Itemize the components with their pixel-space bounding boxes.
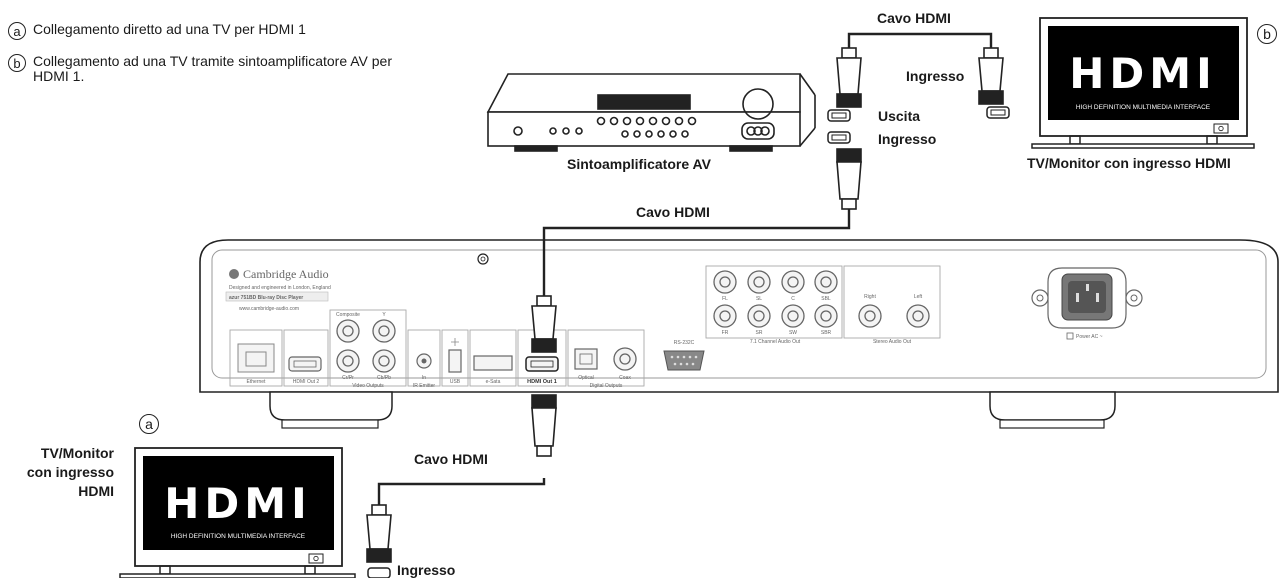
power-label: Power AC ~: [1076, 334, 1103, 340]
tv-b-logo: HDMI: [1069, 49, 1216, 98]
usb-icon: [451, 338, 459, 346]
legend-item-b: b Collegamento ad una TV tramite sintoam…: [8, 54, 413, 84]
ch-sbr-label: SBR: [821, 330, 832, 336]
rs232c-port: [663, 350, 705, 371]
hdmi-out-1-port: [525, 356, 559, 372]
tv-b-power-icon: [1213, 123, 1229, 134]
legend-text-b: Collegamento ad una TV tramite sintoampl…: [33, 53, 393, 84]
legend-item-a: a Collegamento diretto ad una TV per HDM…: [8, 22, 413, 40]
optical-port: [574, 348, 598, 370]
cable-mid-label: Cavo HDMI: [636, 204, 710, 220]
ch-sw-label: SW: [789, 330, 797, 336]
usb-port: [448, 349, 462, 373]
tv-a-hdmi-input-port: [367, 567, 391, 578]
rs232c-label: RS-232C: [674, 340, 695, 346]
tv-a-logo: HDMI: [164, 479, 311, 528]
tv-a-caption: TV/Monitor con ingresso HDMI: [26, 445, 114, 499]
marker-b: b: [8, 54, 26, 72]
channel-out-label: 7.1 Channel Audio Out: [750, 339, 801, 345]
tv-b: HDMI HIGH DEFINITION MULTIMEDIA INTERFAC…: [986, 17, 1255, 149]
hdmi-out-1-label: HDMI Out 1: [527, 379, 557, 385]
left-label: Left: [914, 294, 923, 300]
optical-label: Optical: [578, 375, 594, 381]
tv-b-hdmi-input-port: [986, 106, 1010, 119]
tv-a-screen: [143, 456, 334, 550]
digital-outputs-label: Digital Outputs: [590, 383, 623, 389]
player-tagline: Designed and engineered in London, Engla…: [229, 285, 331, 291]
hdmi-plug-tv-a: [366, 504, 392, 563]
hdmi-plug-player-out-b: [531, 394, 557, 457]
tv-a-power-icon: [308, 553, 324, 564]
cr-pr-label: Cr/Pr: [342, 375, 354, 381]
ethernet-port: [237, 343, 275, 373]
ch-sr-label: SR: [756, 330, 763, 336]
marker-a: a: [8, 22, 26, 40]
stereo-out-label: Stereo Audio Out: [873, 339, 912, 345]
ethernet-label: Ethernet: [247, 379, 267, 385]
video-outputs-label: Video Outputs: [352, 383, 384, 389]
receiver-label: Sintoamplificatore AV: [567, 156, 711, 172]
hdmi-out-2-port: [288, 356, 322, 372]
receiver-hdmi-ports: [827, 109, 851, 144]
tv-a: HDMI HIGH DEFINITION MULTIMEDIA INTERFAC…: [119, 447, 391, 578]
composite-label: Composite: [336, 312, 360, 318]
cable-top: [847, 32, 993, 56]
cable-top-label: Cavo HDMI: [877, 10, 951, 26]
cable-bottom-label: Cavo HDMI: [414, 451, 488, 467]
power-inlet: Power AC ~: [1031, 267, 1143, 340]
right-label: Right: [864, 294, 876, 300]
ch-fl-label: FL: [722, 296, 728, 302]
usb-label: USB: [450, 379, 461, 385]
cable-mid: [542, 209, 851, 296]
cb-pb-label: Cb/Pb: [377, 375, 391, 381]
ir-in-label: In: [422, 375, 426, 381]
hdmi-plug-tv-b: [978, 47, 1004, 105]
hdmi-out-2-label: HDMI Out 2: [293, 379, 320, 385]
legend: a Collegamento diretto ad una TV per HDM…: [8, 22, 413, 98]
ch-c-label: C: [791, 296, 795, 302]
hdmi-plug-player-out: [531, 295, 557, 353]
cable-bottom: [377, 478, 546, 505]
ingresso-receiver-label: Ingresso: [878, 131, 937, 147]
player-model: azur 751BD Blu-ray Disc Player: [229, 295, 303, 301]
ch-sl-label: SL: [756, 296, 762, 302]
player-website: www.cambridge-audio.com: [239, 306, 299, 312]
tv-b-marker: b: [1257, 24, 1277, 44]
y-label: Y: [382, 312, 386, 318]
player-brand: Cambridge Audio: [243, 267, 329, 281]
hdmi-plug-receiver-out: [836, 47, 862, 108]
esata-label: e-Sata: [486, 379, 501, 385]
esata-port: [473, 355, 513, 371]
uscita-label: Uscita: [878, 108, 921, 124]
ch-sbl-label: SBL: [821, 296, 831, 302]
tv-b-caption: TV/Monitor con ingresso HDMI: [1027, 155, 1231, 171]
hdmi-plug-receiver-in: [836, 148, 862, 210]
ir-emitter-label: IR Emitter: [413, 383, 436, 389]
ingresso-tv-a-label: Ingresso: [397, 562, 456, 578]
tv-b-logo-subtitle: HIGH DEFINITION MULTIMEDIA INTERFACE: [1076, 104, 1211, 111]
receiver-hdmi-out-port: [827, 109, 851, 122]
bluray-player: Cambridge Audio Designed and engineered …: [199, 239, 1279, 429]
tv-a-logo-subtitle: HIGH DEFINITION MULTIMEDIA INTERFACE: [171, 533, 306, 540]
legend-text-a: Collegamento diretto ad una TV per HDMI …: [33, 21, 306, 37]
coax-label: Coax: [619, 375, 631, 381]
ingresso-tv-b-label: Ingresso: [906, 68, 965, 84]
receiver-hdmi-in-port: [827, 131, 851, 144]
ch-fr-label: FR: [722, 330, 729, 336]
tv-b-screen: [1048, 26, 1239, 120]
av-receiver: [486, 73, 816, 152]
tv-a-marker: a: [139, 414, 159, 434]
channel-jacks: [713, 270, 838, 328]
